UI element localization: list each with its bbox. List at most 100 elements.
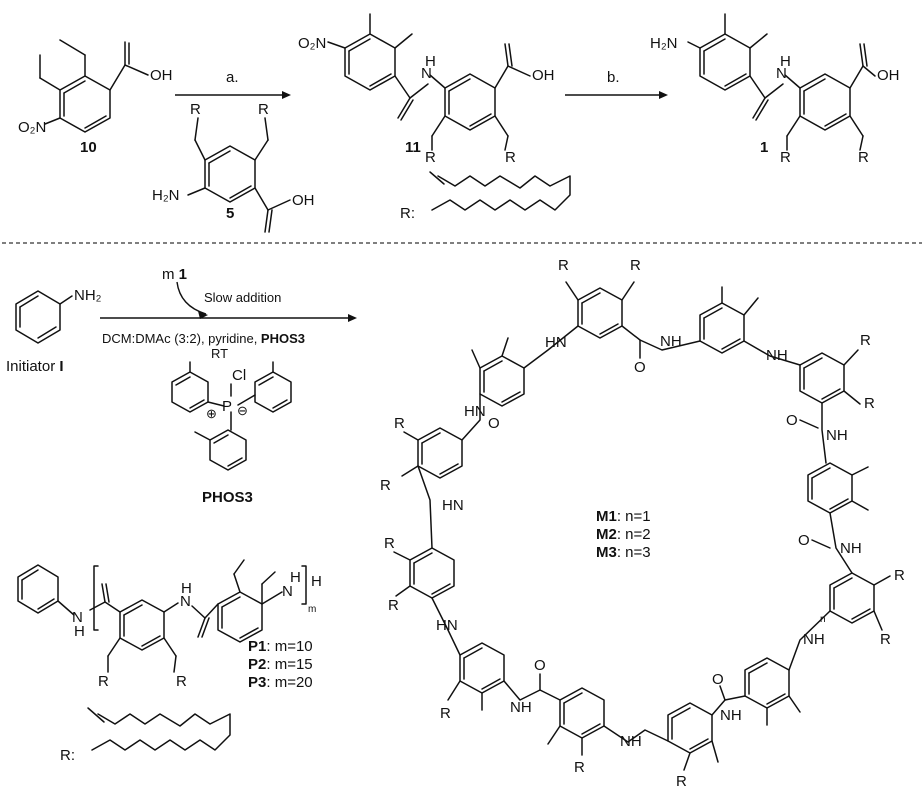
r-definition-bottom: R: <box>60 707 231 764</box>
polymer-name-1: P1 <box>248 638 266 655</box>
macro-o: O <box>488 415 500 432</box>
macro-o: O <box>534 657 546 674</box>
phos3-p: P <box>222 398 232 415</box>
c11-r2: R <box>505 149 516 166</box>
conditions-bold: PHOS3 <box>261 331 305 346</box>
macro-n-sub: n <box>820 614 826 625</box>
c11-n: N <box>421 65 432 82</box>
macro-r: R <box>860 332 871 349</box>
macrocycle-name-2: M2 <box>596 526 617 543</box>
macrocycle-m3: M3: n=3 <box>596 544 651 561</box>
poly-h3: H <box>290 569 301 586</box>
macro-ring-1 <box>577 287 623 339</box>
poly-m: m <box>308 604 316 615</box>
polymer-name-3: P3 <box>248 674 266 691</box>
c11-h: H <box>425 53 436 70</box>
conditions-label: DCM:DMAc (3:2), pyridine, PHOS3 <box>102 331 305 346</box>
phos3-plus: ⊕ <box>206 406 217 421</box>
macro-r: R <box>630 257 641 274</box>
c10-oh: OH <box>150 67 173 84</box>
macrocycle-name-3: M3 <box>596 544 617 561</box>
macro-o: O <box>786 412 798 429</box>
reagent-label: m 1 <box>162 266 187 283</box>
macro-r: R <box>574 759 585 776</box>
macrocycle-value-3: : n=3 <box>617 544 651 561</box>
macro-r: R <box>880 631 891 648</box>
phos3-structure: Cl P ⊕ ⊖ PHOS3 <box>171 361 292 506</box>
macro-r: R <box>388 597 399 614</box>
macrocycle-value-1: : n=1 <box>617 508 651 525</box>
polymer-value-2: : m=15 <box>266 656 312 673</box>
polymer-table: P1: m=10 P2: m=15 P3: m=20 <box>248 638 313 691</box>
macro-nh: NH <box>620 733 642 750</box>
macro-r: R <box>894 567 905 584</box>
macro-ring-5 <box>829 572 875 624</box>
phos3-cl: Cl <box>232 367 246 384</box>
c1-label: 1 <box>760 139 768 156</box>
macro-r: R <box>558 257 569 274</box>
rt-label: RT <box>211 346 228 361</box>
slow-addition-label: Slow addition <box>204 290 281 305</box>
c5-r1: R <box>190 101 201 118</box>
reagent-prefix: m <box>162 266 179 283</box>
c5-label: 5 <box>226 205 234 222</box>
initiator-label-prefix: Initiator <box>6 358 59 375</box>
initiator-aniline: NH₂ Initiator I <box>6 287 102 375</box>
macro-r: R <box>384 535 395 552</box>
poly-n1: N <box>72 609 83 626</box>
macrocycle-name-1: M1 <box>596 508 617 525</box>
poly-hterm: H <box>311 573 322 590</box>
macro-r: R <box>864 395 875 412</box>
c1-r2: R <box>858 149 869 166</box>
macro-hn: HN <box>464 403 486 420</box>
macro-nh: NH <box>766 347 788 364</box>
poly-n3: N <box>282 583 293 600</box>
c10-label: 10 <box>80 139 97 156</box>
macro-r: R <box>380 477 391 494</box>
macro-nh: NH <box>510 699 532 716</box>
macro-ring-3 <box>799 352 845 404</box>
c5-h2n: H₂N <box>152 187 180 204</box>
c5-r2: R <box>258 101 269 118</box>
macro-ring-8 <box>559 687 605 739</box>
macro-ring-9 <box>459 642 505 694</box>
step-a-label: a. <box>226 69 239 86</box>
macro-nh: NH <box>840 540 862 557</box>
macro-ring-11 <box>417 427 463 479</box>
step-b-label: b. <box>607 69 620 86</box>
macro-ring-2 <box>699 302 745 354</box>
macrocycle-table: M1: n=1 M2: n=2 M3: n=3 <box>596 508 651 561</box>
macro-ring-4 <box>807 462 853 514</box>
c11-r1: R <box>425 149 436 166</box>
reagent-bold: 1 <box>179 266 187 283</box>
macro-r: R <box>676 773 687 790</box>
c1-h2n: H₂N <box>650 35 678 52</box>
polymer-value-3: : m=20 <box>266 674 312 691</box>
poly-r1: R <box>98 673 109 690</box>
macro-ring-7 <box>667 702 713 754</box>
macro-nh: NH <box>803 631 825 648</box>
phos3-label: PHOS3 <box>202 489 253 506</box>
c1-n: N <box>776 65 787 82</box>
c11-label: 11 <box>405 139 421 156</box>
polymer-p3: P3: m=20 <box>248 674 313 691</box>
c1-r1: R <box>780 149 791 166</box>
poly-h1: H <box>74 623 85 640</box>
r-definition-top: R: <box>400 171 571 222</box>
initiator-nh2: NH₂ <box>74 287 102 304</box>
macro-hn: HN <box>436 617 458 634</box>
poly-h2: H <box>181 580 192 597</box>
c11-no2: O₂N <box>298 35 326 52</box>
phos3-minus: ⊖ <box>237 403 248 418</box>
macrocycle-m1: M1: n=1 <box>596 508 651 525</box>
initiator-label: Initiator I <box>6 358 64 375</box>
macro-ring-6 <box>744 657 790 709</box>
macrocycle-m2: M2: n=2 <box>596 526 651 543</box>
polymer-name-2: P2 <box>248 656 266 673</box>
macrocycle-structure: R R HN NH O NH R R O NH O NH R R NH n O … <box>380 257 905 790</box>
macro-nh: NH <box>826 427 848 444</box>
compound-1: H₂N N H OH R R 1 <box>650 13 900 166</box>
polymer-structure: N H N H N H H m R R <box>17 559 322 690</box>
macro-nh: NH <box>660 333 682 350</box>
